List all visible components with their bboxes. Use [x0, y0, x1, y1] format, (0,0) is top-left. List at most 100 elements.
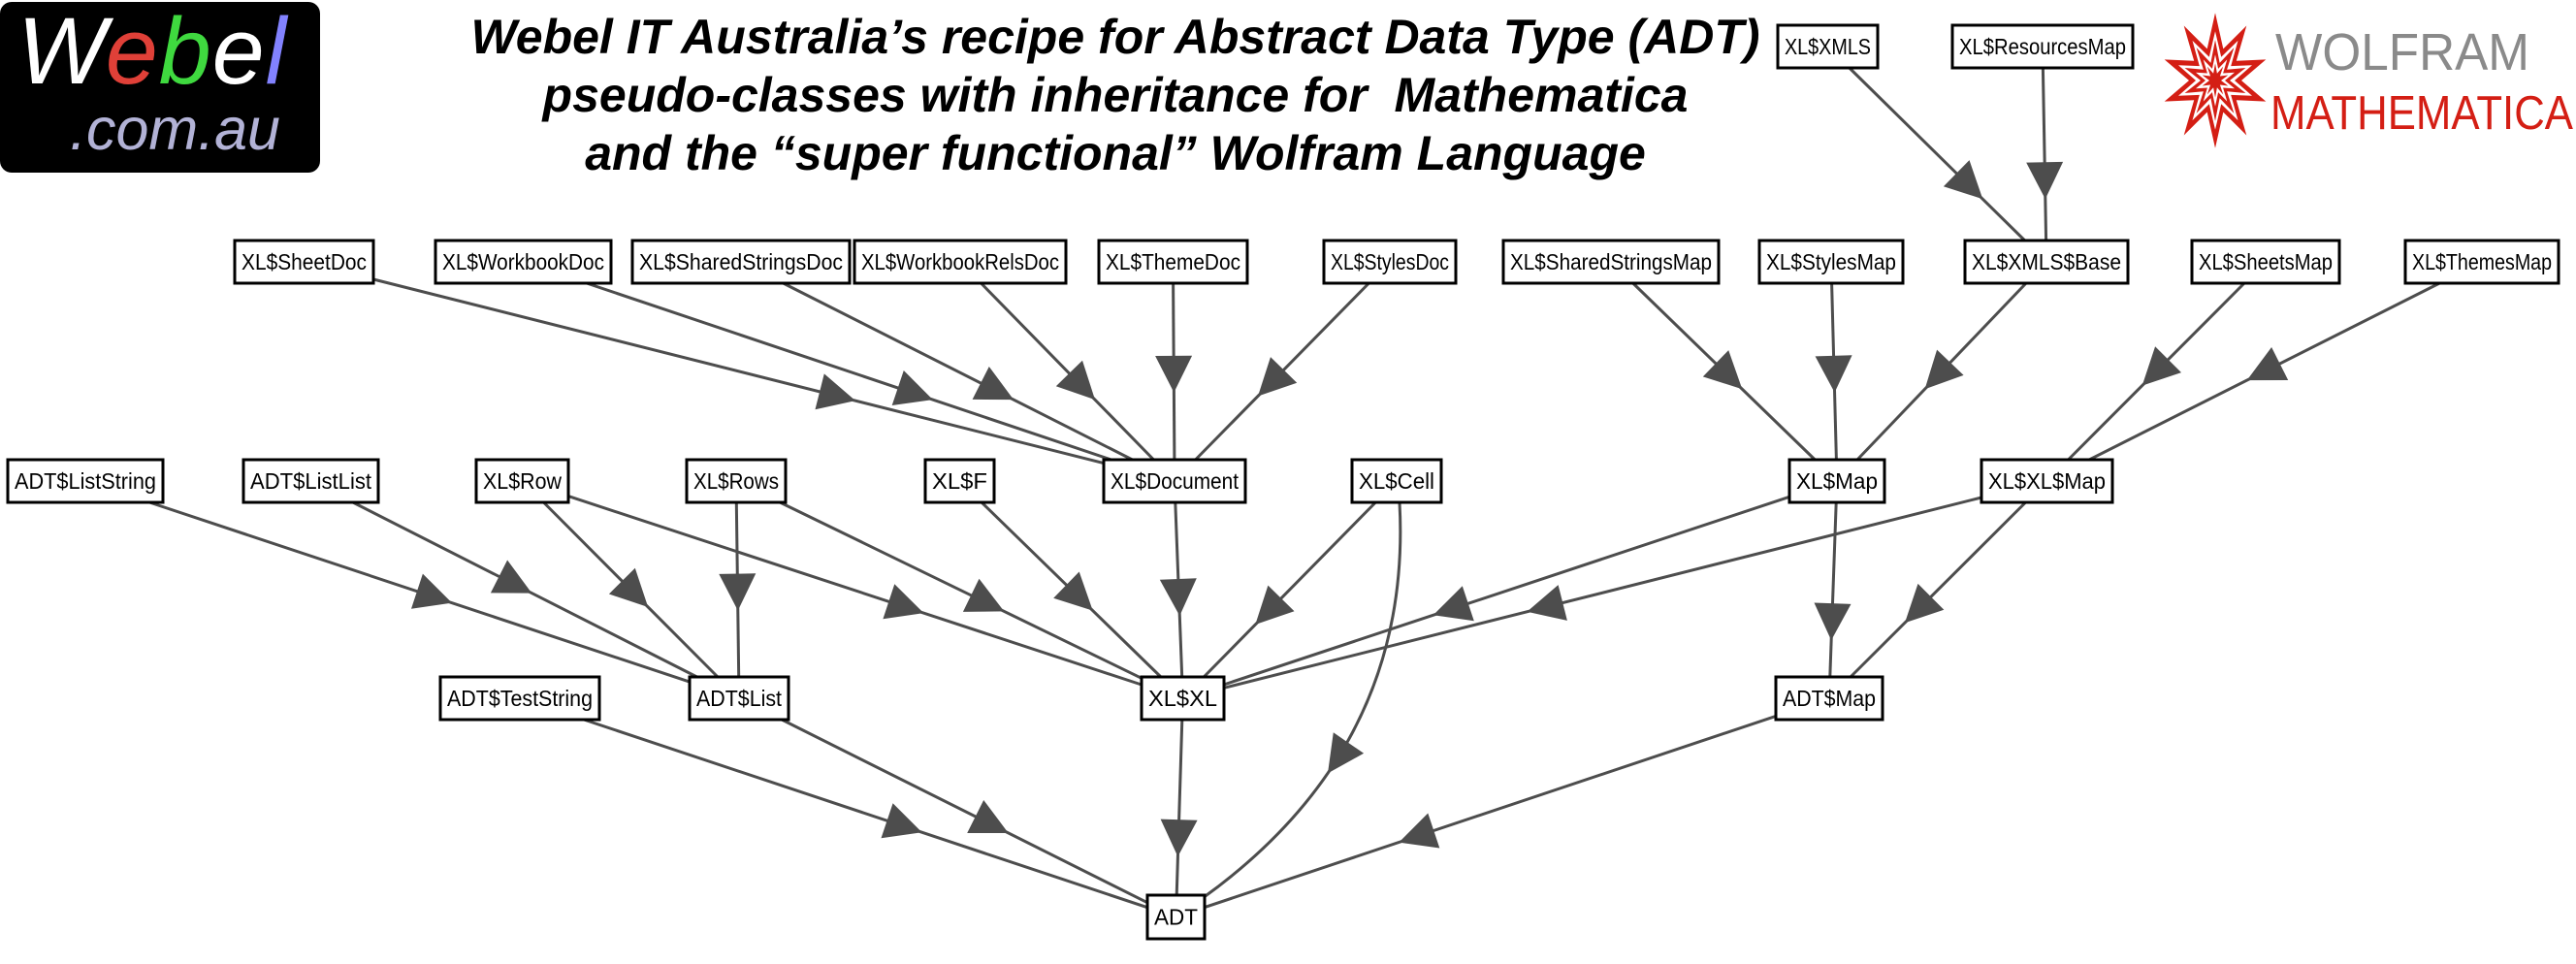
- edge-line: [1223, 495, 1790, 687]
- edge-ADT$ListList-to-ADT$List: [352, 500, 698, 679]
- node-box: [1980, 458, 2114, 504]
- node-box: [1757, 239, 1905, 285]
- edge-line: [980, 281, 1155, 462]
- node-box: [1322, 239, 1458, 285]
- node-box: [6, 458, 165, 504]
- diagram-node-ADT: ADT: [1145, 893, 1207, 941]
- node-box: [438, 675, 601, 722]
- edge-line: [1849, 500, 2027, 679]
- edge-XL$WorkbookRelsDoc-to-XL$Document: [980, 281, 1155, 462]
- edge-arrowhead: [1814, 602, 1852, 641]
- edge-arrowhead: [1255, 585, 1295, 625]
- edge-XL$SharedStringsDoc-to-XL$Document: [782, 281, 1134, 462]
- node-box: [923, 458, 996, 504]
- edge-arrowhead: [411, 573, 452, 609]
- webel-letter: l: [265, 0, 288, 104]
- node-label: ADT$ListList: [250, 468, 372, 494]
- edge-XL$WorkbookDoc-to-XL$Document: [586, 281, 1112, 462]
- title-line-2: pseudo-classes with inheritance for Math…: [542, 68, 1689, 122]
- page-title: Webel IT Australia’s recipe for Abstract…: [0, 8, 2231, 182]
- node-label: XL$Document: [1111, 468, 1240, 494]
- title-line-3: and the “super functional” Wolfram Langu…: [585, 126, 1646, 180]
- diagram-node-ADT$List: ADT$List: [688, 675, 790, 722]
- webel-letter: W: [17, 0, 106, 104]
- edge-line: [779, 500, 1143, 680]
- edge-line: [1848, 66, 2026, 242]
- node-box: [685, 458, 788, 504]
- edge-arrowhead: [891, 370, 933, 405]
- edge-arrowhead: [719, 573, 757, 611]
- webel-letter: e: [105, 0, 159, 104]
- edge-XL$XL-to-ADT: [1160, 719, 1198, 896]
- edge-arrowhead: [972, 367, 1014, 401]
- node-box: [1963, 239, 2130, 285]
- node-label: XL$SheetDoc: [242, 249, 367, 274]
- edge-arrowhead: [608, 567, 649, 607]
- node-label: ADT$Map: [1783, 686, 1876, 711]
- edge-XL$Map-to-XL$XL: [1223, 495, 1790, 687]
- node-label: XL$XL: [1148, 686, 1217, 711]
- wolfram-mathematica-logo: WOLFRAM MATHEMATICA: [2164, 13, 2573, 148]
- diagram-node-XL$ThemesMap: XL$ThemesMap: [2403, 239, 2560, 285]
- edge-line: [782, 281, 1134, 462]
- edge-arrowhead: [1527, 585, 1567, 621]
- edge-line: [583, 718, 1148, 910]
- edge-line: [372, 277, 1105, 466]
- edge-arrowhead: [1905, 583, 1945, 624]
- diagram-node-XL$SheetsMap: XL$SheetsMap: [2190, 239, 2341, 285]
- edge-arrowhead: [1328, 732, 1365, 774]
- edge-line: [1175, 719, 1184, 896]
- diagram-node-XL$XL$Map: XL$XL$Map: [1980, 458, 2114, 504]
- node-box: [242, 458, 380, 504]
- node-label: XL$Row: [483, 468, 562, 494]
- edge-XL$XMLS$Base-to-XL$Map: [1855, 281, 2028, 462]
- diagram-node-XL$SharedStringsMap: XL$SharedStringsMap: [1501, 239, 1721, 285]
- diagram-node-XL$ResourcesMap: XL$ResourcesMap: [1950, 23, 2135, 70]
- edge-arrowhead: [1053, 571, 1093, 611]
- edge-XL$Row-to-XL$XL: [567, 495, 1143, 687]
- edge-XL$ThemesMap-to-XL$XL$Map: [2088, 281, 2440, 462]
- edge-line: [567, 495, 1143, 687]
- node-box: [853, 239, 1068, 285]
- webel-logo-wordmark: Webel: [17, 0, 287, 114]
- diagram-node-ADT$ListList: ADT$ListList: [242, 458, 380, 504]
- node-box: [630, 239, 852, 285]
- edge-XL$XL$Map-to-ADT$Map: [1849, 500, 2027, 679]
- node-label: XL$SharedStringsDoc: [639, 249, 843, 274]
- diagram-node-XL$WorkbookDoc: XL$WorkbookDoc: [434, 239, 613, 285]
- edge-arrowhead: [815, 373, 855, 410]
- diagram-edges: [148, 66, 2440, 910]
- edge-XL$Rows-to-XL$XL: [779, 500, 1143, 680]
- edge-arrowhead: [1159, 578, 1197, 616]
- node-label: XL$WorkbookDoc: [442, 249, 604, 274]
- wolfram-wordmark: WOLFRAM: [2275, 23, 2529, 81]
- node-label: XL$ThemesMap: [2412, 249, 2552, 274]
- edge-XL$ThemeDoc-to-XL$Document: [1155, 282, 1193, 461]
- node-box: [2190, 239, 2341, 285]
- diagram-node-XL$Document: XL$Document: [1102, 458, 1247, 504]
- edge-line: [2041, 67, 2048, 241]
- wolfram-spikey-icon: [2164, 13, 2267, 148]
- edge-XL$Document-to-XL$XL: [1159, 501, 1197, 678]
- edge-XL$StylesMap-to-XL$Map: [1815, 282, 1852, 461]
- edge-XL$SheetDoc-to-XL$Document: [372, 277, 1105, 466]
- edge-arrowhead: [1055, 360, 1095, 401]
- edge-arrowhead: [1258, 357, 1298, 397]
- node-label: XL$Rows: [693, 468, 779, 494]
- node-label: XL$XL$Map: [1988, 468, 2106, 494]
- node-label: XL$XMLS: [1785, 34, 1871, 59]
- edge-arrowhead: [2026, 161, 2064, 200]
- node-label: XL$Cell: [1359, 468, 1434, 494]
- diagram-node-XL$StylesDoc: XL$StylesDoc: [1322, 239, 1458, 285]
- edge-XL$Cell-to-ADT: [1202, 501, 1402, 900]
- edge-arrowhead: [1399, 813, 1440, 849]
- node-box: [1145, 893, 1207, 941]
- node-box: [1776, 23, 1880, 70]
- edge-arrowhead: [1155, 355, 1193, 393]
- edge-XL$Map-to-ADT$Map: [1814, 501, 1852, 678]
- edge-arrowhead: [1924, 349, 1964, 390]
- node-label: XL$WorkbookRelsDoc: [861, 249, 1059, 274]
- diagram-node-XL$XL: XL$XL: [1140, 675, 1226, 722]
